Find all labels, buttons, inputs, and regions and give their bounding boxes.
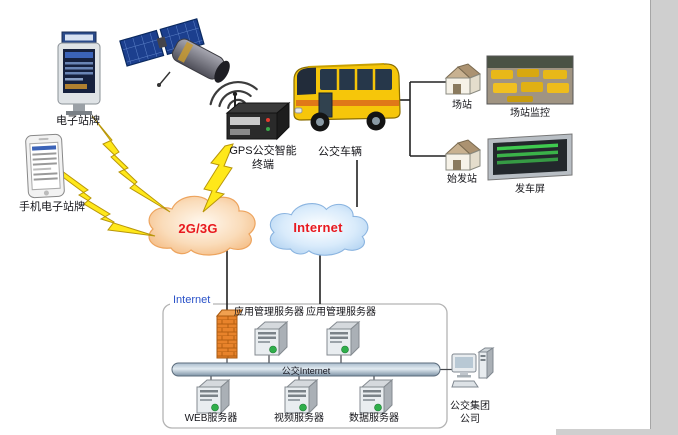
workstation-icon [451, 347, 495, 388]
app-server-label: 应用管理服务器 [234, 307, 304, 318]
bus-label: 公交车辆 [318, 146, 362, 158]
web-server-label: WEB服务器 [184, 413, 238, 424]
satellite-icon [119, 18, 230, 87]
page-gutter-bottom [556, 429, 678, 435]
page-gutter [650, 0, 678, 435]
hq-label: 公交集团公司 [450, 401, 490, 425]
gps-terminal-icon [225, 91, 291, 141]
server-tower-icon [284, 379, 318, 414]
departure-screen-label: 发车屏 [515, 184, 545, 195]
depot-monitor-label: 场站监控 [510, 108, 550, 119]
backbone-label: 公交Internet [281, 366, 331, 376]
datacenter-internet-label: Internet [170, 294, 214, 308]
server-tower-icon [359, 379, 393, 414]
mobile-phone-icon [25, 133, 65, 199]
server-tower-icon [326, 321, 360, 356]
video-server-label: 视频服务器 [274, 413, 324, 424]
internet-cloud-label: Internet [293, 220, 343, 235]
cellular-network-label: 2G/3G [178, 221, 218, 236]
app-server-label: 应用管理服务器 [306, 307, 376, 318]
station-house-icon [444, 139, 481, 171]
departure-screen-photo [487, 133, 573, 181]
backbone-bus-bar [171, 362, 441, 377]
lightning-bolt-icon [57, 115, 234, 237]
cellular-cloud [148, 195, 256, 256]
gps-terminal-label: GPS公交智能终端 [229, 145, 297, 171]
bus-icon [293, 63, 401, 132]
internet-cloud [269, 203, 369, 256]
data-server-label: 数据服务器 [349, 413, 399, 424]
station-house-icon [444, 63, 481, 95]
depot-monitor-photo [486, 55, 574, 105]
phone-label: 手机电子站牌 [19, 201, 85, 213]
server-tower-icon [196, 379, 230, 414]
electronic-stop-sign-icon [57, 31, 101, 115]
connector-lines [226, 81, 446, 316]
firewall-icon [215, 309, 244, 359]
kiosk-label: 电子站牌 [56, 115, 100, 127]
origin-station-label: 始发站 [447, 174, 477, 185]
server-tower-icon [254, 321, 288, 356]
depot-label: 场站 [452, 100, 472, 111]
